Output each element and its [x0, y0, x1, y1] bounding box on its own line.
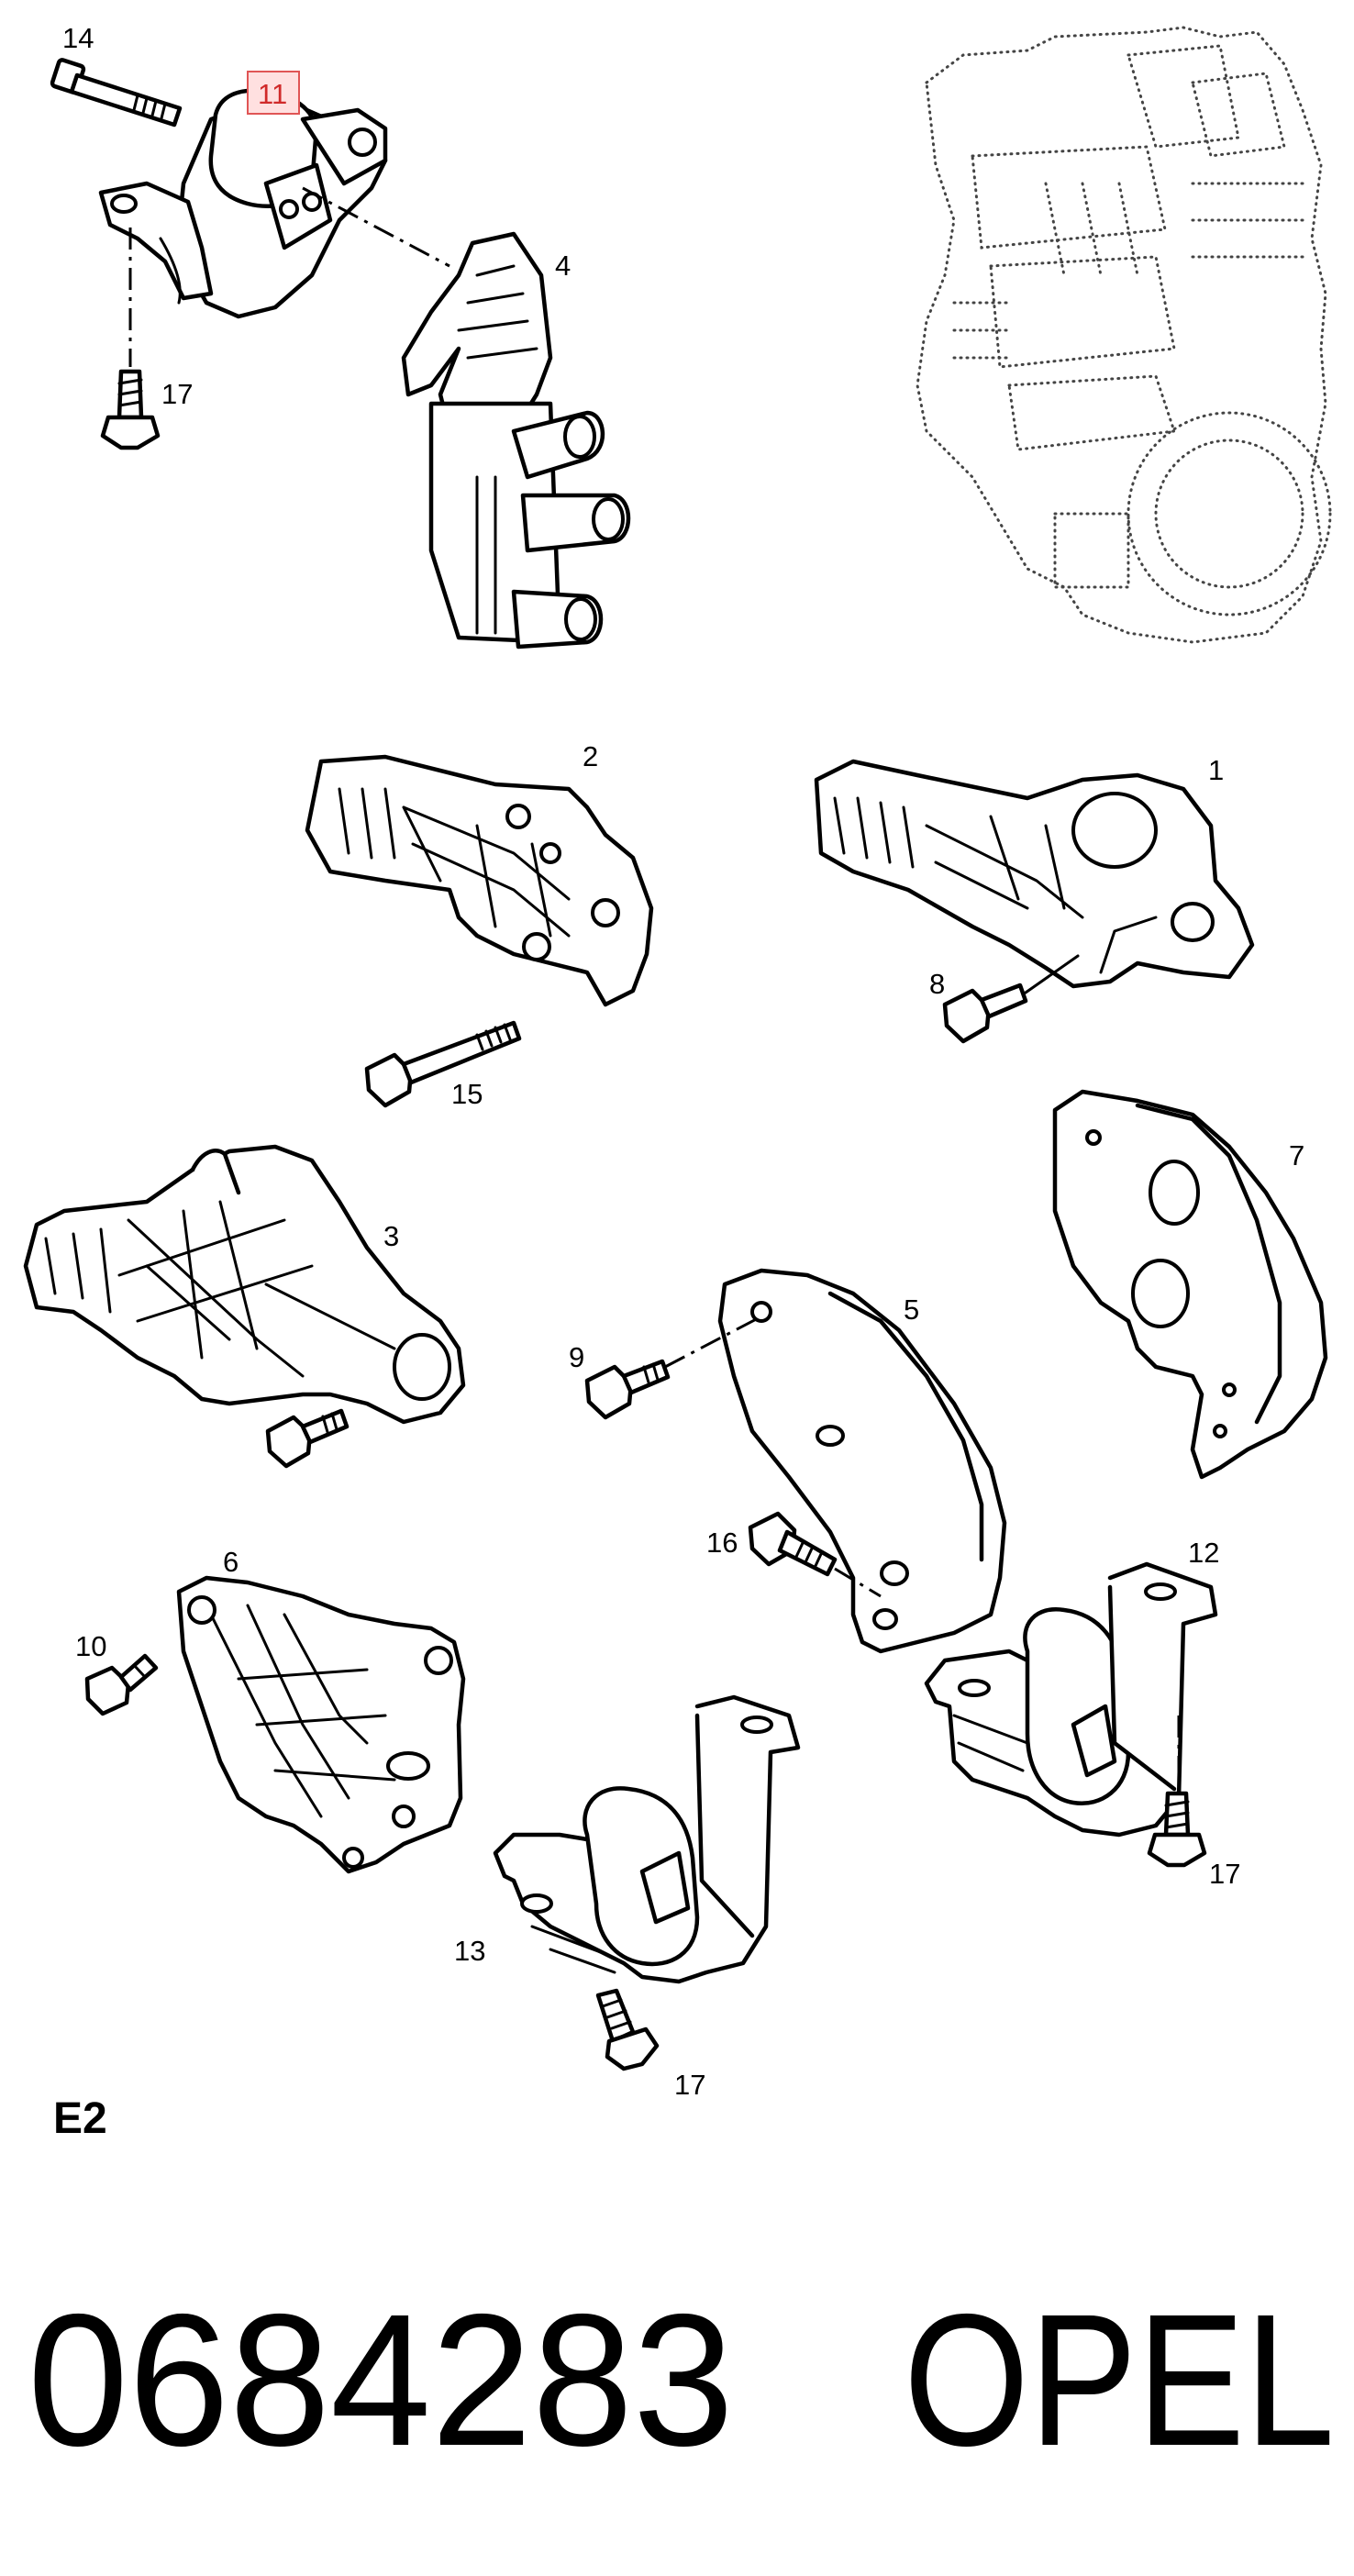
bolt-17-right	[1147, 1791, 1207, 1868]
callout-10: 10	[75, 1630, 106, 1662]
callout-12: 12	[1188, 1537, 1219, 1569]
callout-15: 15	[451, 1078, 483, 1110]
engine-outline	[916, 26, 1332, 644]
callout-6: 6	[223, 1546, 239, 1578]
callout-14: 14	[62, 22, 94, 54]
bolt-14	[50, 58, 183, 128]
bolt-17-bottom	[595, 1988, 660, 2071]
bolt-8	[942, 954, 1080, 1044]
leader-9-to-5	[664, 1315, 762, 1369]
bolt-9	[584, 1359, 671, 1420]
callout-2: 2	[583, 740, 598, 772]
part-number: 0684283	[28, 2275, 734, 2485]
bolt-17-top	[100, 369, 161, 450]
leader-11-to-4	[302, 186, 450, 268]
bolt-16	[748, 1511, 882, 1598]
bracket-1	[814, 759, 1255, 989]
callout-11: 11	[258, 78, 287, 110]
callout-3: 3	[383, 1220, 399, 1252]
bolt-10	[84, 1653, 159, 1716]
mount-13	[493, 1694, 801, 1984]
bracket-6	[176, 1575, 466, 1874]
callout-17-bottom: 17	[674, 2069, 705, 2101]
bracket-3	[23, 1144, 466, 1425]
bracket-2	[305, 754, 654, 1007]
callout-7: 7	[1289, 1139, 1304, 1171]
callout-17-right: 17	[1209, 1858, 1240, 1890]
mount-11	[98, 88, 388, 319]
callout-8: 8	[929, 968, 945, 1000]
bracket-5	[717, 1268, 1007, 1654]
bracket-4	[401, 231, 631, 650]
callout-13: 13	[454, 1935, 485, 1967]
bolt-unlabeled	[265, 1408, 350, 1469]
callout-5: 5	[904, 1294, 919, 1326]
callout-4: 4	[555, 250, 571, 282]
bracket-7	[1052, 1089, 1328, 1480]
bolt-15	[364, 1020, 522, 1108]
callout-17-top: 17	[161, 378, 193, 410]
callout-9: 9	[569, 1341, 584, 1373]
callout-1: 1	[1208, 754, 1224, 786]
section-label: E2	[53, 2094, 107, 2143]
callout-16: 16	[706, 1527, 738, 1559]
brand-name: OPEL	[904, 2275, 1335, 2485]
callout-11-highlight	[247, 71, 300, 115]
mount-12	[924, 1561, 1218, 1838]
